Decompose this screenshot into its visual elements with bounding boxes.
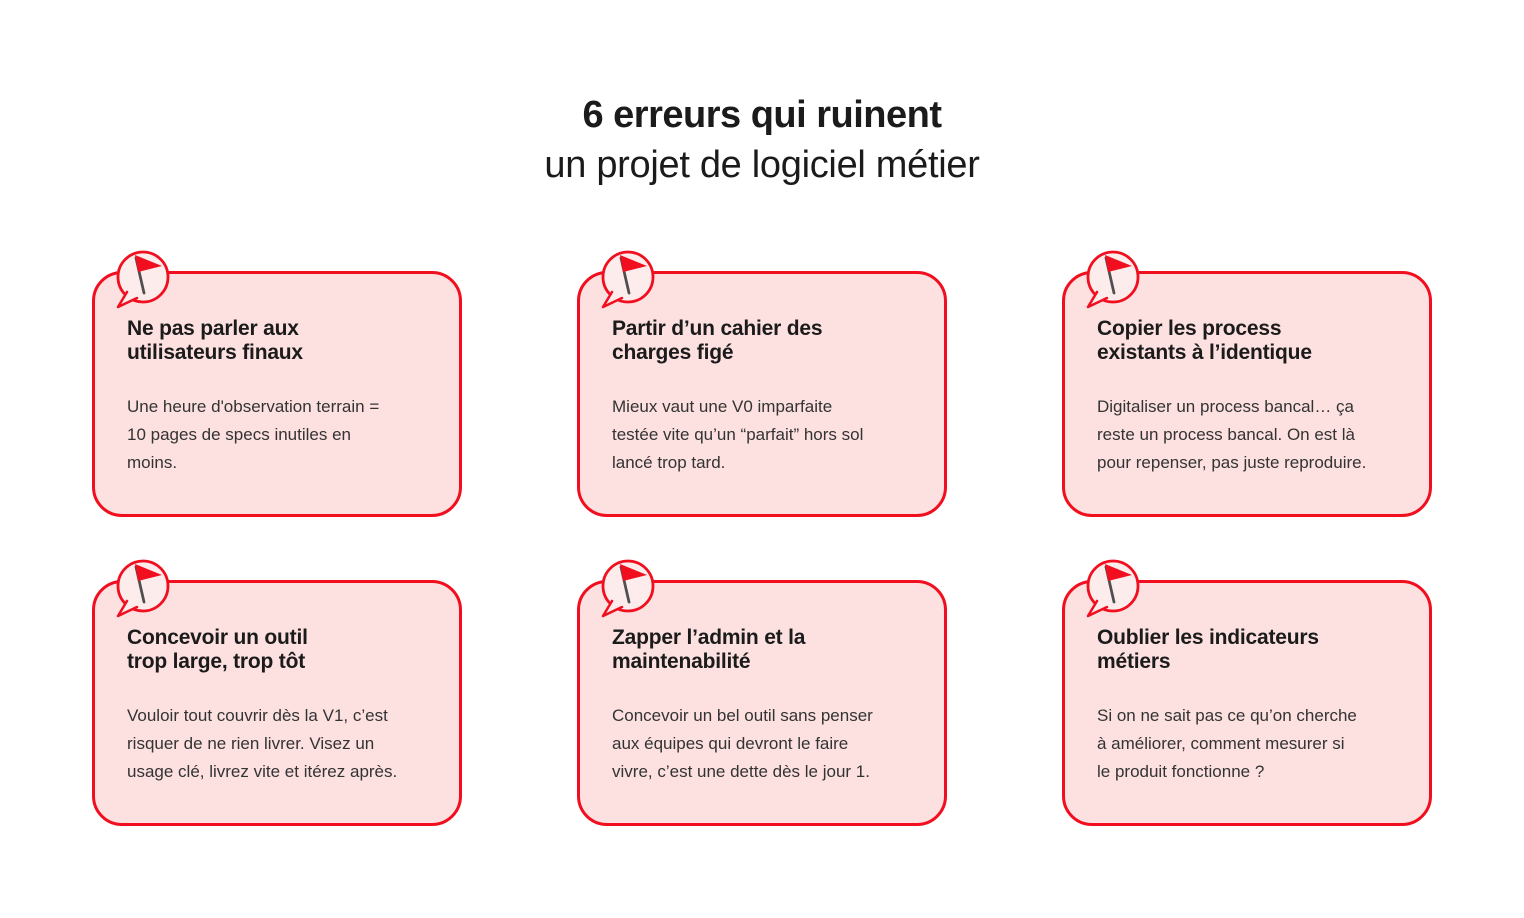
card-title: Oublier les indicateurs métiers xyxy=(1097,626,1319,673)
card-title: Copier les process existants à l’identiq… xyxy=(1097,317,1312,364)
error-card-5: Zapper l’admin et la maintenabilité Conc… xyxy=(577,559,947,826)
card-title: Concevoir un outil trop large, trop tôt xyxy=(127,626,308,673)
card-body: Concevoir un bel outil sans penser aux é… xyxy=(612,706,873,781)
title-line-regular: un projet de logiciel métier xyxy=(544,144,980,186)
error-cards-grid: Ne pas parler aux utilisateurs finaux Un… xyxy=(0,250,1524,826)
card-title: Ne pas parler aux utilisateurs finaux xyxy=(127,317,303,364)
error-card-4: Concevoir un outil trop large, trop tôt … xyxy=(92,559,462,826)
red-flag-icon xyxy=(116,250,170,309)
card-body: Si on ne sait pas ce qu’on cherche à amé… xyxy=(1097,706,1357,781)
error-card-6: Oublier les indicateurs métiers Si on ne… xyxy=(1062,559,1432,826)
card-title: Partir d’un cahier des charges figé xyxy=(612,317,823,364)
card-body: Vouloir tout couvrir dès la V1, c’est ri… xyxy=(127,706,398,781)
card-body: Digitaliser un process bancal… ça reste … xyxy=(1097,397,1367,472)
red-flag-icon xyxy=(601,559,655,618)
card-body: Une heure d'observation terrain = 10 pag… xyxy=(127,397,380,472)
card-body: Mieux vaut une V0 imparfaite testée vite… xyxy=(612,397,864,472)
title-line-bold: 6 erreurs qui ruinent xyxy=(582,94,942,136)
red-flag-icon xyxy=(116,559,170,618)
red-flag-icon xyxy=(1086,250,1140,309)
error-card-2: Partir d’un cahier des charges figé Mieu… xyxy=(577,250,947,517)
red-flag-icon xyxy=(601,250,655,309)
error-card-3: Copier les process existants à l’identiq… xyxy=(1062,250,1432,517)
red-flag-icon xyxy=(1086,559,1140,618)
error-card-1: Ne pas parler aux utilisateurs finaux Un… xyxy=(92,250,462,517)
page-title: 6 erreurs qui ruinent un projet de logic… xyxy=(0,0,1524,190)
card-title: Zapper l’admin et la maintenabilité xyxy=(612,626,806,673)
